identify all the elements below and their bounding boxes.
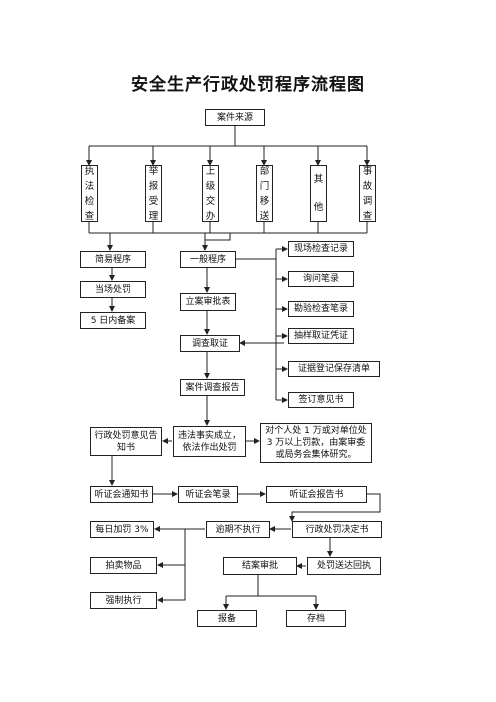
node-report-filing: 报备: [197, 610, 257, 627]
node-violation-established: 违法事实成立，依法作出处罚: [173, 426, 246, 457]
node-law-enforcement-inspection: 执法检查: [81, 165, 98, 222]
node-evidence-register-list: 证据登记保存清单: [288, 361, 380, 377]
page-title: 安全生产行政处罚程序流程图: [131, 75, 365, 95]
node-filing-5-days: 5 日内备案: [80, 312, 146, 329]
node-auction-goods: 拍卖物品: [90, 557, 157, 574]
node-overdue-unexecuted: 逾期不执行: [206, 521, 270, 538]
node-hearing-record: 听证会笔录: [178, 486, 238, 503]
node-other-source: 其他: [310, 165, 327, 222]
node-onsite-penalty: 当场处罚: [80, 281, 146, 298]
node-survey-inspection-record: 勘验检查笔录: [288, 301, 354, 317]
node-archive: 存档: [286, 610, 346, 627]
node-case-source: 案件来源: [205, 109, 265, 126]
node-hearing-report: 听证会报告书: [266, 486, 367, 503]
node-superior-assignment: 上级交办: [202, 165, 219, 222]
node-department-transfer: 部门移送: [256, 165, 273, 222]
node-investigation-evidence: 调查取证: [180, 335, 240, 352]
node-compulsory-execution: 强制执行: [90, 592, 157, 609]
node-case-approval-form: 立案审批表: [180, 293, 236, 311]
node-general-procedure: 一般程序: [180, 251, 236, 268]
node-case-closure-approval: 结案审批: [223, 557, 297, 575]
node-inquiry-record: 询问笔录: [288, 271, 354, 287]
node-major-fine-review: 对个人处 1 万或对单位处 3 万以上罚款，由案审委或局务会集体研究。: [260, 423, 372, 463]
node-accident-investigation: 事故调查: [359, 165, 376, 222]
node-daily-surcharge: 每日加罚 3%: [90, 521, 154, 538]
node-penalty-opinion-notice: 行政处罚意见告知书: [90, 427, 162, 456]
node-case-investigation-report: 案件调查报告: [180, 379, 245, 396]
node-report-acceptance: 举报受理: [145, 165, 162, 222]
node-opinion-letter: 签订意见书: [288, 392, 354, 408]
node-hearing-notice: 听证会通知书: [90, 486, 153, 503]
node-penalty-decision: 行政处罚决定书: [292, 521, 382, 538]
node-delivery-receipt: 处罚送达回执: [307, 557, 381, 575]
node-simple-procedure: 简易程序: [80, 251, 146, 268]
node-sampling-voucher: 抽样取证凭证: [288, 328, 354, 344]
node-site-inspection-record: 现场检查记录: [288, 241, 354, 257]
